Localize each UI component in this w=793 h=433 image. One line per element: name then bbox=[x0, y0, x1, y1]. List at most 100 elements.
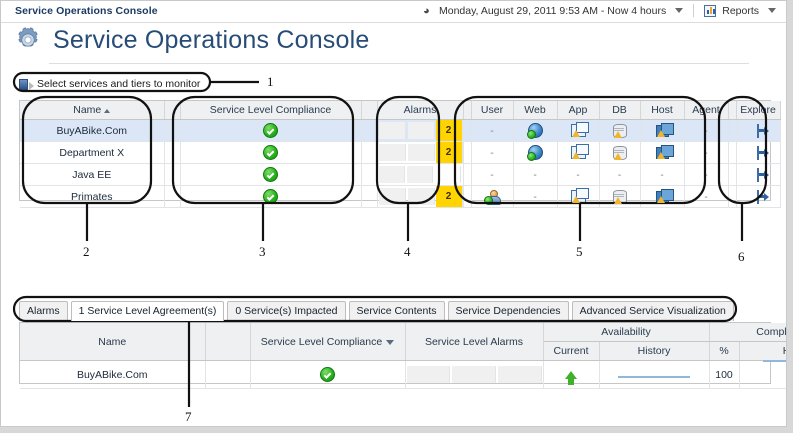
expand-panel-icon[interactable] bbox=[19, 78, 34, 90]
app-window-warning-icon[interactable] bbox=[570, 122, 589, 137]
callout-1: 1 bbox=[267, 74, 274, 89]
sla-empty[interactable] bbox=[452, 366, 496, 383]
status-ok-icon bbox=[263, 123, 278, 138]
explore-icon[interactable] bbox=[757, 189, 759, 204]
detail-slc-cell bbox=[250, 360, 406, 389]
time-range-label[interactable]: Monday, August 29, 2011 9:53 AM - Now 4 … bbox=[438, 4, 667, 17]
alarms-cell[interactable] bbox=[377, 163, 464, 186]
web-globe-warning-icon[interactable] bbox=[526, 145, 543, 161]
tab-service-dependencies[interactable]: Service Dependencies bbox=[447, 301, 569, 321]
alarm-empty[interactable] bbox=[406, 166, 434, 183]
tier-agent-cell: - bbox=[684, 119, 729, 142]
app-window-warning-icon[interactable] bbox=[570, 144, 589, 159]
tab-service-contents[interactable]: Service Contents bbox=[348, 301, 445, 321]
explore-cell[interactable] bbox=[736, 185, 781, 208]
reports-chevron-down-icon[interactable] bbox=[768, 8, 776, 13]
alarm-empty[interactable] bbox=[378, 144, 406, 161]
tab-alarms[interactable]: Alarms bbox=[19, 301, 68, 321]
host-warning-icon[interactable] bbox=[655, 144, 674, 159]
service-operations-console-window: Service Operations Console ◕ Monday, Aug… bbox=[0, 0, 787, 427]
tier-web-cell: - bbox=[513, 163, 558, 186]
tier-db-cell: - bbox=[599, 163, 641, 186]
col-header-app[interactable]: App bbox=[557, 101, 600, 120]
col-header-user[interactable]: User bbox=[471, 101, 514, 120]
sparkline-icon bbox=[763, 360, 786, 362]
app-window-warning-icon[interactable] bbox=[570, 188, 589, 203]
detail-col-name[interactable]: Name bbox=[20, 323, 206, 361]
col-header-web[interactable]: Web bbox=[513, 101, 558, 120]
sla-empty[interactable] bbox=[497, 366, 542, 383]
alarm-empty[interactable] bbox=[407, 188, 435, 205]
detail-col-availability-history[interactable]: History bbox=[599, 341, 710, 361]
col-header-agent[interactable]: Agent bbox=[684, 101, 729, 120]
col-header-name[interactable]: Name bbox=[20, 101, 165, 120]
select-services-row[interactable]: Select services and tiers to monitor bbox=[19, 78, 200, 90]
service-level-compliance-cell bbox=[180, 185, 362, 208]
database-warning-icon[interactable] bbox=[612, 145, 627, 160]
services-grid[interactable]: Name Service Level Compliance Alarms Use… bbox=[19, 100, 781, 208]
table-row[interactable]: Java EE------ bbox=[20, 163, 781, 186]
alarm-cells: 2 bbox=[378, 186, 463, 207]
tab-advanced-service-visualization[interactable]: Advanced Service Visualization bbox=[571, 301, 734, 321]
spacer-cell bbox=[463, 185, 472, 208]
alarms-cell[interactable]: 2 bbox=[377, 185, 464, 208]
alarm-cells: 2 bbox=[378, 120, 463, 141]
host-warning-icon[interactable] bbox=[655, 188, 674, 203]
database-warning-icon[interactable] bbox=[612, 189, 627, 204]
detail-col-sla[interactable]: Service Level Alarms bbox=[405, 323, 544, 361]
explore-cell[interactable] bbox=[736, 163, 781, 186]
database-warning-icon[interactable] bbox=[612, 123, 627, 138]
chevron-down-icon[interactable] bbox=[675, 8, 684, 13]
sla-empty[interactable] bbox=[406, 366, 451, 383]
explore-icon[interactable] bbox=[757, 145, 759, 160]
col-header-host[interactable]: Host bbox=[640, 101, 685, 120]
col-header-slc[interactable]: Service Level Compliance bbox=[180, 101, 362, 120]
alarm-badge[interactable]: 2 bbox=[435, 120, 463, 141]
alarm-empty[interactable] bbox=[378, 166, 405, 183]
explore-cell[interactable] bbox=[736, 141, 781, 164]
col-header-alarms[interactable]: Alarms bbox=[377, 101, 464, 120]
alarm-blank bbox=[435, 166, 462, 183]
detail-col-compliance-history[interactable]: History bbox=[739, 341, 786, 361]
detail-availability-history-cell bbox=[599, 360, 710, 389]
detail-col-availability-current[interactable]: Current bbox=[543, 341, 600, 361]
alarm-empty[interactable] bbox=[407, 122, 435, 139]
sla-cells bbox=[406, 364, 543, 385]
explore-icon[interactable] bbox=[757, 123, 759, 138]
callout-2: 2 bbox=[83, 244, 90, 259]
tab-1-service-level-agreement-s[interactable]: 1 Service Level Agreement(s) bbox=[70, 301, 225, 321]
detail-col-compliance-pct[interactable]: % bbox=[709, 341, 740, 361]
explore-cell[interactable] bbox=[736, 119, 781, 142]
detail-col-slc[interactable]: Service Level Compliance bbox=[250, 323, 406, 361]
empty-value: - bbox=[576, 169, 580, 181]
detail-spacer-cell bbox=[205, 360, 251, 389]
alarm-empty[interactable] bbox=[378, 188, 406, 205]
alarm-empty[interactable] bbox=[407, 144, 435, 161]
spacer-cell bbox=[728, 185, 737, 208]
detail-grid[interactable]: Name Service Level Compliance Service Le… bbox=[19, 322, 786, 389]
web-globe-warning-icon[interactable] bbox=[526, 123, 543, 139]
col-header-explore[interactable]: Explore bbox=[736, 101, 781, 120]
alarm-badge[interactable]: 2 bbox=[435, 186, 463, 207]
alarm-empty[interactable] bbox=[378, 122, 406, 139]
tier-user-cell bbox=[471, 185, 514, 208]
gear-icon bbox=[15, 27, 41, 53]
tab-0-service-s-impacted[interactable]: 0 Service(s) Impacted bbox=[227, 301, 346, 321]
host-warning-icon[interactable] bbox=[655, 122, 674, 137]
detail-sla-cell[interactable] bbox=[405, 360, 544, 389]
reports-label[interactable]: Reports bbox=[722, 4, 759, 17]
col-header-db[interactable]: DB bbox=[599, 101, 641, 120]
explore-icon[interactable] bbox=[757, 167, 759, 182]
spacer-cell bbox=[361, 163, 378, 186]
alarm-badge[interactable]: 2 bbox=[435, 142, 463, 163]
service-level-compliance-cell bbox=[180, 141, 362, 164]
status-ok-icon bbox=[320, 367, 335, 382]
alarms-cell[interactable]: 2 bbox=[377, 119, 464, 142]
user-online-icon[interactable] bbox=[484, 189, 501, 205]
alarms-cell[interactable]: 2 bbox=[377, 141, 464, 164]
